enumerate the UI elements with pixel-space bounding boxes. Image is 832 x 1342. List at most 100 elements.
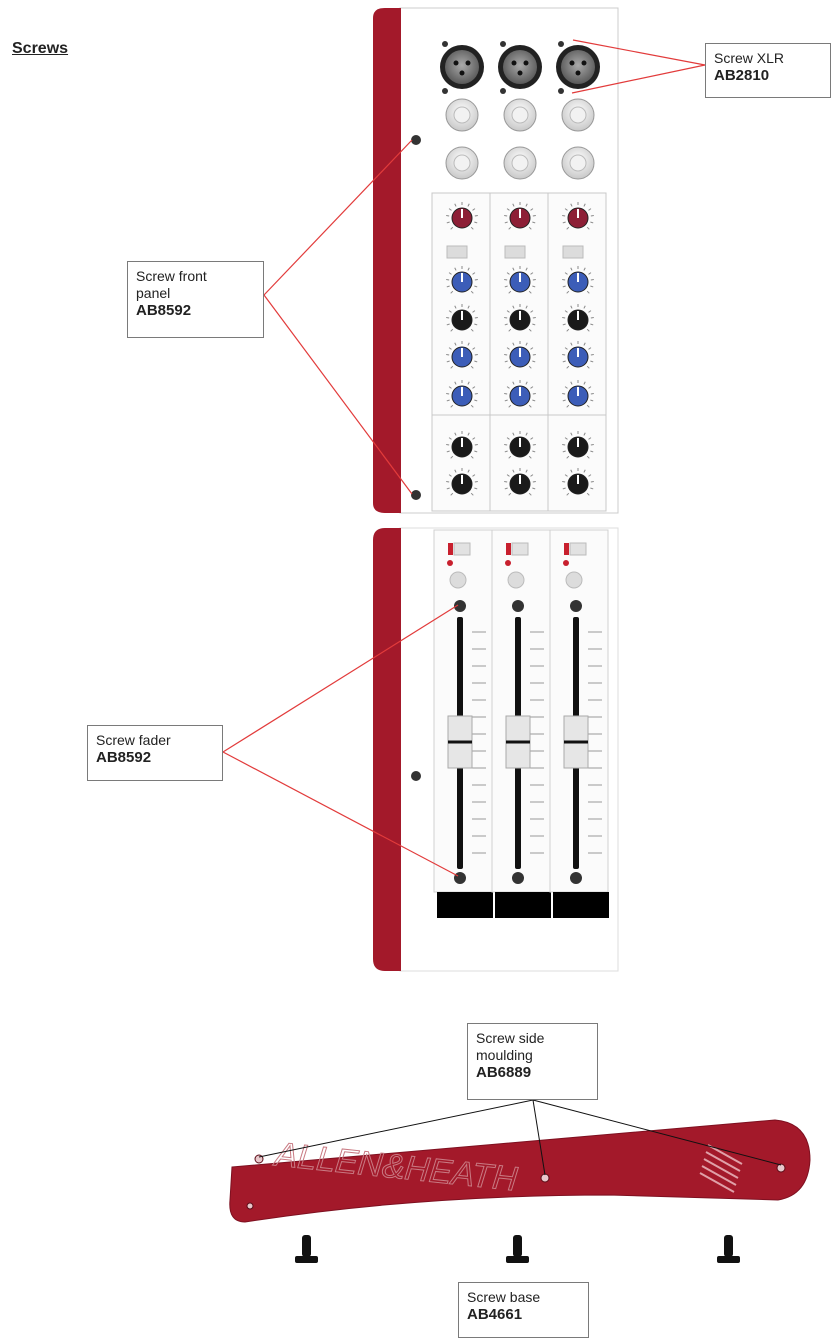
callout-front-panel-line-1: Screw front bbox=[136, 268, 207, 284]
channel-strip-1 bbox=[431, 41, 491, 512]
leader-front-panel-top bbox=[263, 139, 413, 296]
aux1-knob-2 bbox=[504, 431, 536, 459]
callout-xlr-code: AB2810 bbox=[714, 67, 770, 84]
upper-panel bbox=[373, 7, 619, 514]
leader-lines bbox=[222, 39, 782, 1176]
fader-screw-bottom-1 bbox=[454, 872, 466, 884]
callout-screw-front-panel: Screw front panel AB8592 bbox=[127, 261, 264, 338]
callout-screw-xlr: Screw XLR AB2810 bbox=[705, 43, 831, 98]
mute-led-1 bbox=[448, 543, 453, 555]
leader-fader-top bbox=[222, 604, 459, 753]
fader-strip-3 bbox=[549, 529, 609, 918]
pad-switch-3 bbox=[562, 245, 584, 259]
callout-side-line-2: moulding bbox=[476, 1047, 533, 1063]
lower-panel-screw bbox=[411, 771, 421, 781]
channel-strip-2 bbox=[489, 41, 549, 512]
pfl-button-2 bbox=[507, 571, 525, 589]
eq-low-knob-3 bbox=[562, 380, 594, 408]
aux1-knob-1 bbox=[446, 431, 478, 459]
leader-fader-bottom bbox=[222, 751, 459, 877]
xlr-screw-3 bbox=[558, 41, 564, 47]
page-heading: Screws bbox=[12, 40, 69, 57]
side-moulding: ALLEN&HEATH bbox=[229, 1119, 811, 1223]
callout-screw-side-moulding: Screw side moulding AB6889 bbox=[467, 1023, 598, 1100]
callout-front-panel-line-2: panel bbox=[136, 285, 171, 301]
mute-switch-3 bbox=[569, 542, 587, 556]
callout-screw-base: Screw base AB4661 bbox=[458, 1282, 589, 1338]
base-screws bbox=[295, 1235, 740, 1263]
side-moulding-screw-right bbox=[776, 1163, 786, 1173]
aux2-knob-2 bbox=[504, 468, 536, 496]
aux2-knob-3 bbox=[562, 468, 594, 496]
gain-knob-3 bbox=[562, 202, 594, 230]
eq-low-knob-1 bbox=[446, 380, 478, 408]
fader-screw-top-3 bbox=[570, 600, 582, 612]
aux2-knob-1 bbox=[446, 468, 478, 496]
mute-switch-2 bbox=[511, 542, 529, 556]
fader-screw-top-2 bbox=[512, 600, 524, 612]
mute-led-3 bbox=[564, 543, 569, 555]
scribble-strip-2 bbox=[495, 892, 551, 918]
xlr-screw-lower-2 bbox=[500, 88, 506, 94]
aux1-knob-3 bbox=[562, 431, 594, 459]
callout-screw-fader: Screw fader AB8592 bbox=[87, 725, 223, 781]
eq-high-knob-2 bbox=[504, 266, 536, 294]
callout-base-line-1: Screw base bbox=[467, 1289, 541, 1305]
fader-strip-2 bbox=[491, 529, 551, 918]
side-moulding-body bbox=[229, 1119, 811, 1223]
pad-switch-2 bbox=[504, 245, 526, 259]
xlr-screw-lower-1 bbox=[442, 88, 448, 94]
eq-mid-knob-1 bbox=[446, 341, 478, 369]
front-panel-screw-bottom bbox=[411, 490, 421, 500]
eq-freq-knob-1 bbox=[446, 304, 478, 332]
eq-high-knob-3 bbox=[562, 266, 594, 294]
xlr-screw-2 bbox=[500, 41, 506, 47]
front-panel-screw-top bbox=[411, 135, 421, 145]
lower-panel-red-trim bbox=[373, 528, 401, 971]
lower-panel bbox=[373, 527, 619, 972]
channel-strip-3 bbox=[547, 41, 607, 512]
leader-xlr-bottom bbox=[571, 64, 706, 94]
eq-mid-knob-3 bbox=[562, 341, 594, 369]
peak-led-3 bbox=[563, 560, 569, 566]
base-screw-right bbox=[717, 1235, 740, 1263]
fader-strip-1 bbox=[433, 529, 493, 918]
fader-screw-bottom-2 bbox=[512, 872, 524, 884]
callout-fader-code: AB8592 bbox=[96, 749, 152, 766]
eq-high-knob-1 bbox=[446, 266, 478, 294]
callout-fader-line-1: Screw fader bbox=[96, 732, 171, 748]
gain-knob-2 bbox=[504, 202, 536, 230]
callout-front-panel-code: AB8592 bbox=[136, 302, 192, 319]
callout-base-code: AB4661 bbox=[467, 1306, 523, 1323]
eq-mid-knob-2 bbox=[504, 341, 536, 369]
callout-xlr-line-1: Screw XLR bbox=[714, 50, 785, 66]
eq-freq-knob-3 bbox=[562, 304, 594, 332]
scribble-strip-1 bbox=[437, 892, 493, 918]
xlr-screw-lower-3 bbox=[558, 88, 564, 94]
pfl-button-1 bbox=[449, 571, 467, 589]
mute-switch-1 bbox=[453, 542, 471, 556]
peak-led-1 bbox=[447, 560, 453, 566]
xlr-screw-1 bbox=[442, 41, 448, 47]
gain-knob-1 bbox=[446, 202, 478, 230]
eq-freq-knob-2 bbox=[504, 304, 536, 332]
mute-led-2 bbox=[506, 543, 511, 555]
fader-screw-top-1 bbox=[454, 600, 466, 612]
leader-side-right bbox=[532, 1099, 782, 1166]
callout-side-code: AB6889 bbox=[476, 1064, 532, 1081]
leader-xlr-top bbox=[572, 39, 706, 66]
peak-led-2 bbox=[505, 560, 511, 566]
scribble-strip-3 bbox=[553, 892, 609, 918]
base-screw-middle bbox=[506, 1235, 529, 1263]
side-moulding-screw-middle bbox=[540, 1173, 550, 1183]
pfl-button-3 bbox=[565, 571, 583, 589]
leader-side-middle bbox=[532, 1099, 546, 1176]
leader-front-panel-bottom bbox=[263, 294, 413, 495]
side-moulding-hole bbox=[246, 1202, 254, 1210]
fader-screw-bottom-3 bbox=[570, 872, 582, 884]
front-panel-red-trim bbox=[373, 8, 401, 513]
eq-low-knob-2 bbox=[504, 380, 536, 408]
leader-side-left bbox=[258, 1099, 534, 1158]
callout-side-line-1: Screw side bbox=[476, 1030, 545, 1046]
